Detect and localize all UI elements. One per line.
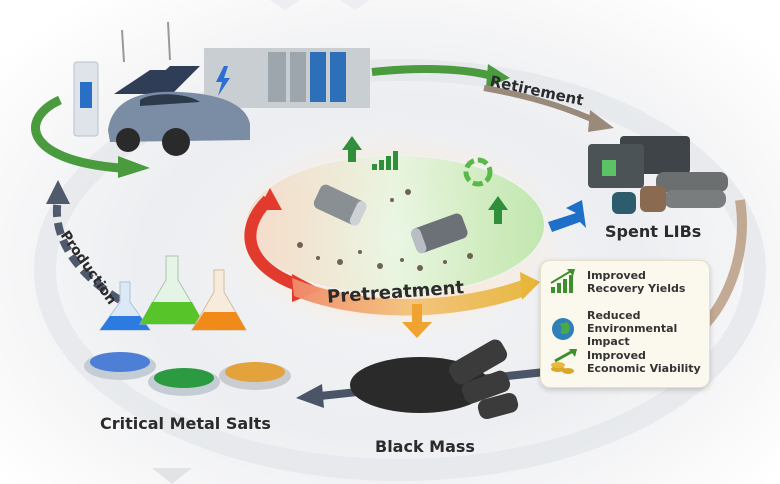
benefit-line1: Improved: [587, 349, 646, 362]
bar-chart-up-icon: [549, 269, 579, 295]
label-black-mass: Black Mass: [375, 437, 475, 456]
benefit-line2: Economic Viability: [587, 362, 701, 375]
coins-arrow-icon: [549, 349, 579, 375]
benefit-line1: Improved: [587, 269, 646, 282]
label-spent-libs: Spent LIBs: [605, 222, 702, 241]
benefit-line2: Environmental Impact: [587, 322, 678, 348]
benefit-line2: Recovery Yields: [587, 282, 686, 295]
label-critical-metal-salts: Critical Metal Salts: [100, 414, 271, 433]
globe-icon: [549, 316, 579, 342]
benefit-line1: Reduced: [587, 309, 641, 322]
